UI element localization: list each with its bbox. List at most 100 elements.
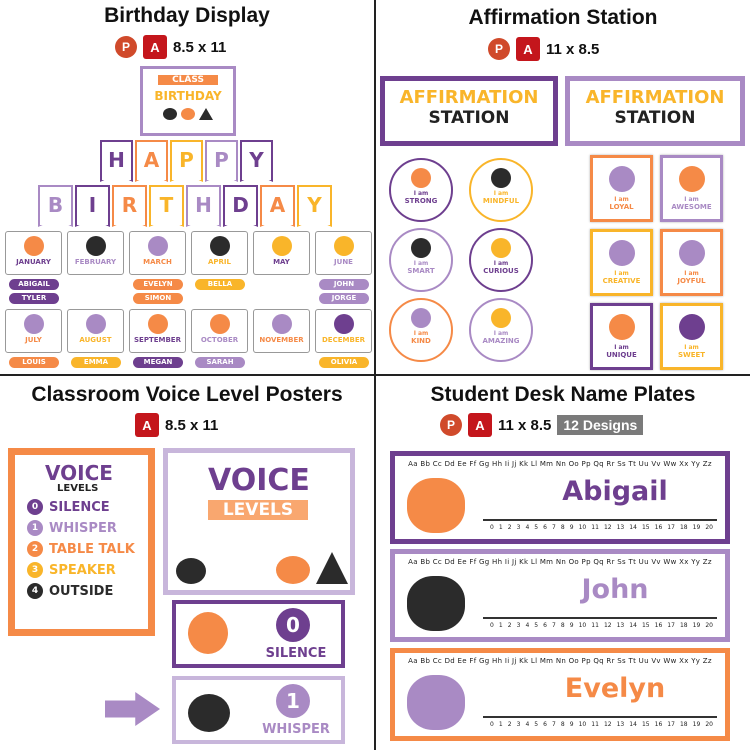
i-am-label: I am: [493, 190, 509, 197]
desk-size: 11 x 8.5: [498, 416, 552, 434]
banner-letter: Y: [297, 185, 332, 227]
month-label: FEBRUARY: [74, 258, 117, 266]
moon-bat-icon: [333, 236, 354, 256]
lollipop-icon: [23, 314, 44, 334]
affirmation-word: SMART: [407, 267, 435, 275]
poster-subtitle: LEVELS: [57, 483, 99, 494]
cauldron-icon: [407, 576, 465, 631]
voice-card-whisper: 1 WHISPER: [172, 676, 345, 744]
affirmation-banner-2: AFFIRMATION STATION: [565, 76, 745, 146]
affirmation-word: AMAZING: [482, 337, 520, 345]
number-label: 19: [692, 622, 701, 629]
name-plate: Aa Bb Cc Dd Ee Ff Gg Hh Ii Jj Kk Ll Mm N…: [390, 451, 730, 544]
bone-icon: [678, 314, 705, 340]
banner-line2: STATION: [614, 108, 696, 128]
student-name: Abigail: [562, 476, 668, 507]
number-label: 7: [552, 721, 556, 728]
affirmation-size: 11 x 8.5: [546, 40, 600, 58]
month-label: AUGUST: [79, 336, 112, 344]
level-label: TABLE TALK: [49, 541, 135, 557]
name-tag: ABIGAIL: [9, 279, 59, 290]
number-label: 10: [578, 721, 587, 728]
number-label: 10: [578, 524, 587, 531]
number-label: 1: [498, 622, 503, 629]
i-am-label: I am: [413, 190, 429, 197]
month-label: DECEMBER: [322, 336, 365, 344]
cauldron-icon: [176, 558, 206, 584]
number-label: 18: [679, 721, 688, 728]
i-am-label: I am: [413, 330, 429, 337]
pumpkin-icon: [23, 236, 44, 256]
banner-letter: T: [149, 185, 184, 227]
i-am-label: I am: [614, 196, 629, 203]
cover-subtitle: LEVELS: [208, 500, 308, 520]
name-tag: BELLA: [195, 279, 245, 290]
number-label: 18: [679, 524, 688, 531]
number-label: 17: [667, 721, 675, 728]
month-card: OCTOBER: [191, 309, 248, 353]
number-label: 15: [641, 721, 650, 728]
month-card: JULY: [5, 309, 62, 353]
number-label: 11: [591, 622, 599, 629]
desk-formats: P A 11 x 8.5 12 Designs: [440, 413, 644, 437]
cauldron-icon: [163, 108, 177, 120]
name-tag: MEGAN: [133, 357, 183, 368]
i-am-label: I am: [493, 330, 509, 337]
number-label: 4: [525, 622, 530, 629]
poster-title: VOICE: [45, 461, 113, 485]
banner-letter: B: [38, 185, 73, 227]
number-label: 13: [616, 622, 625, 629]
pdf-icon: A: [135, 413, 159, 437]
number-label: 17: [667, 622, 675, 629]
number-label: 20: [705, 622, 713, 629]
name-plate: Aa Bb Cc Dd Ee Ff Gg Hh Ii Jj Kk Ll Mm N…: [390, 549, 730, 642]
pumpkin-icon: [411, 168, 431, 188]
banner-letter: P: [170, 140, 203, 182]
number-line: [483, 519, 717, 521]
month-label: JANUARY: [16, 258, 51, 266]
poster-birthday: BIRTHDAY: [154, 89, 222, 103]
number-label: 1: [498, 721, 503, 728]
alphabet-strip: Aa Bb Cc Dd Ee Ff Gg Hh Ii Jj Kk Ll Mm N…: [408, 558, 712, 566]
level-label: SPEAKER: [49, 562, 116, 578]
affirmation-word: CURIOUS: [483, 267, 519, 275]
name-tag: EMMA: [71, 357, 121, 368]
number-label: 19: [692, 721, 701, 728]
affirmation-banner-1: AFFIRMATION STATION: [380, 76, 558, 146]
month-label: SEPTEMBER: [134, 336, 181, 344]
name-tag: SARAH: [195, 357, 245, 368]
month-card: MAY: [253, 231, 310, 275]
candy-icon: [271, 314, 292, 334]
banner-letter: R: [112, 185, 147, 227]
name-tag: EVELYN: [133, 279, 183, 290]
number-label: 5: [534, 524, 539, 531]
cauldron-icon: [85, 236, 106, 256]
class-birthday-poster: CLASS BIRTHDAY: [140, 66, 236, 136]
level-number: 3: [27, 562, 43, 578]
number-label: 13: [616, 721, 625, 728]
month-card: JANUARY: [5, 231, 62, 275]
affirmation-word: AWESOME: [671, 203, 712, 211]
i-am-label: I am: [614, 270, 629, 277]
month-label: JUNE: [334, 258, 353, 266]
banner-letter: P: [205, 140, 238, 182]
number-label: 20: [705, 721, 713, 728]
powerpoint-icon: P: [440, 414, 462, 436]
number-label: 14: [629, 721, 637, 728]
i-am-label: I am: [493, 260, 509, 267]
voice-title: Classroom Voice Level Posters: [31, 383, 343, 406]
alphabet-strip: Aa Bb Cc Dd Ee Ff Gg Hh Ii Jj Kk Ll Mm N…: [408, 460, 712, 468]
birthday-size: 8.5 x 11: [173, 38, 227, 56]
affirmation-formats: P A 11 x 8.5: [488, 37, 599, 61]
number-label: 7: [552, 622, 556, 629]
student-name: Evelyn: [564, 673, 666, 704]
